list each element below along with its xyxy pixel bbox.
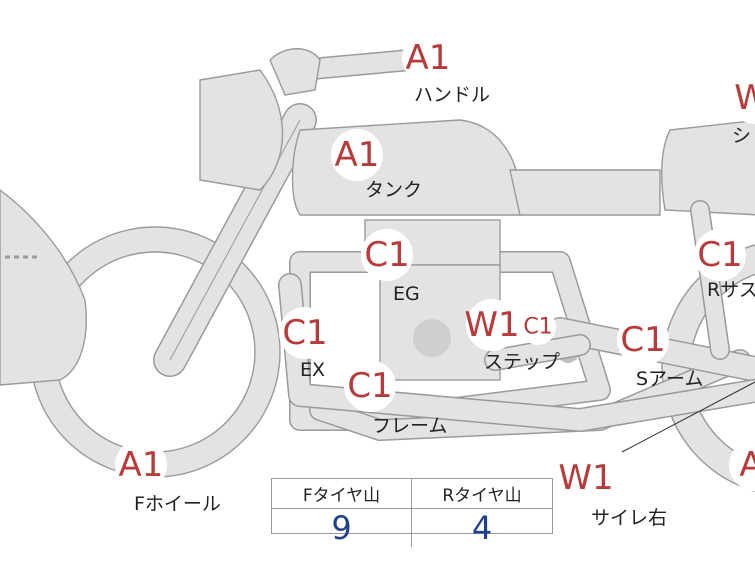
marker-seat[interactable]: W シ: [729, 72, 755, 147]
marker-code: A1: [406, 38, 451, 78]
marker-circle: [115, 439, 167, 491]
tail-cowl: [661, 119, 755, 216]
marker-label: Rサス: [707, 279, 755, 301]
marker-label: Fホイール: [134, 493, 221, 515]
marker-handle[interactable]: A1 ハンドル: [402, 32, 490, 106]
seat: [509, 169, 661, 216]
marker-sarm[interactable]: C1 Sアーム: [617, 314, 703, 390]
tire-tread-table: Fタイヤ山 Rタイヤ山 9 4: [271, 478, 553, 547]
marker-step-c[interactable]: C1: [520, 309, 556, 345]
marker-circle: [694, 229, 746, 281]
rear-tire-header: Rタイヤ山: [412, 479, 552, 509]
marker-label: Sアーム: [636, 368, 703, 390]
marker-fwheel[interactable]: A1 Fホイール: [115, 439, 221, 515]
front-tire-value[interactable]: 9: [272, 509, 412, 547]
marker-label: ハンドル: [414, 84, 490, 106]
marker-circle: [560, 452, 612, 504]
marker-rsus[interactable]: C1 Rサス: [694, 229, 755, 301]
marker-circle: [520, 309, 556, 345]
rear-tire-value[interactable]: 4: [471, 509, 493, 547]
marker-label: ステップ: [484, 351, 560, 373]
marker-tank[interactable]: A1 タンク: [331, 129, 422, 201]
marker-circle: [402, 32, 454, 84]
marker-label: EG: [393, 283, 420, 305]
step-bar-fill: [485, 335, 590, 370]
front-tire-header: Fタイヤ山: [272, 479, 412, 509]
marker-code: C1: [620, 320, 665, 360]
front-fender: [0, 189, 87, 386]
marker-code: C1: [347, 366, 392, 406]
handlebar: [269, 48, 421, 96]
marker-code: W1: [558, 458, 613, 498]
rear-shock-fill: [691, 201, 729, 359]
marker-frame[interactable]: C1 フレーム: [344, 360, 447, 437]
marker-label: タンク: [365, 179, 422, 201]
silencer-leader-line: [621, 381, 755, 453]
marker-rwheel[interactable]: A: [729, 439, 755, 491]
headlight: [199, 69, 284, 191]
marker-eg[interactable]: C1 EG: [361, 229, 420, 305]
marker-code: C1: [523, 315, 552, 340]
marker-circle: [331, 129, 383, 181]
marker-ex[interactable]: C1 EX: [279, 307, 331, 381]
marker-code: C1: [697, 235, 742, 275]
marker-code: W: [734, 78, 755, 118]
marker-label: EX: [300, 359, 325, 381]
marker-circle: [466, 299, 518, 351]
marker-label: シ: [732, 125, 751, 147]
marker-sairen[interactable]: W1 サイレ右: [558, 452, 667, 529]
marker-code: C1: [282, 313, 327, 353]
marker-step-w[interactable]: W1 ステップ: [464, 299, 560, 373]
marker-circle: [279, 307, 331, 359]
marker-code: A1: [335, 135, 380, 175]
marker-code: W1: [464, 305, 519, 345]
marker-label: フレーム: [372, 415, 447, 437]
marker-circle: [361, 229, 413, 281]
marker-label: サイレ右: [591, 507, 667, 529]
marker-code: A1: [119, 445, 164, 485]
marker-code: A: [739, 445, 755, 485]
marker-circle: [729, 439, 755, 491]
marker-circle: [729, 72, 755, 124]
marker-circle: [617, 314, 669, 366]
marker-code: C1: [364, 235, 409, 275]
marker-circle: [344, 360, 396, 412]
